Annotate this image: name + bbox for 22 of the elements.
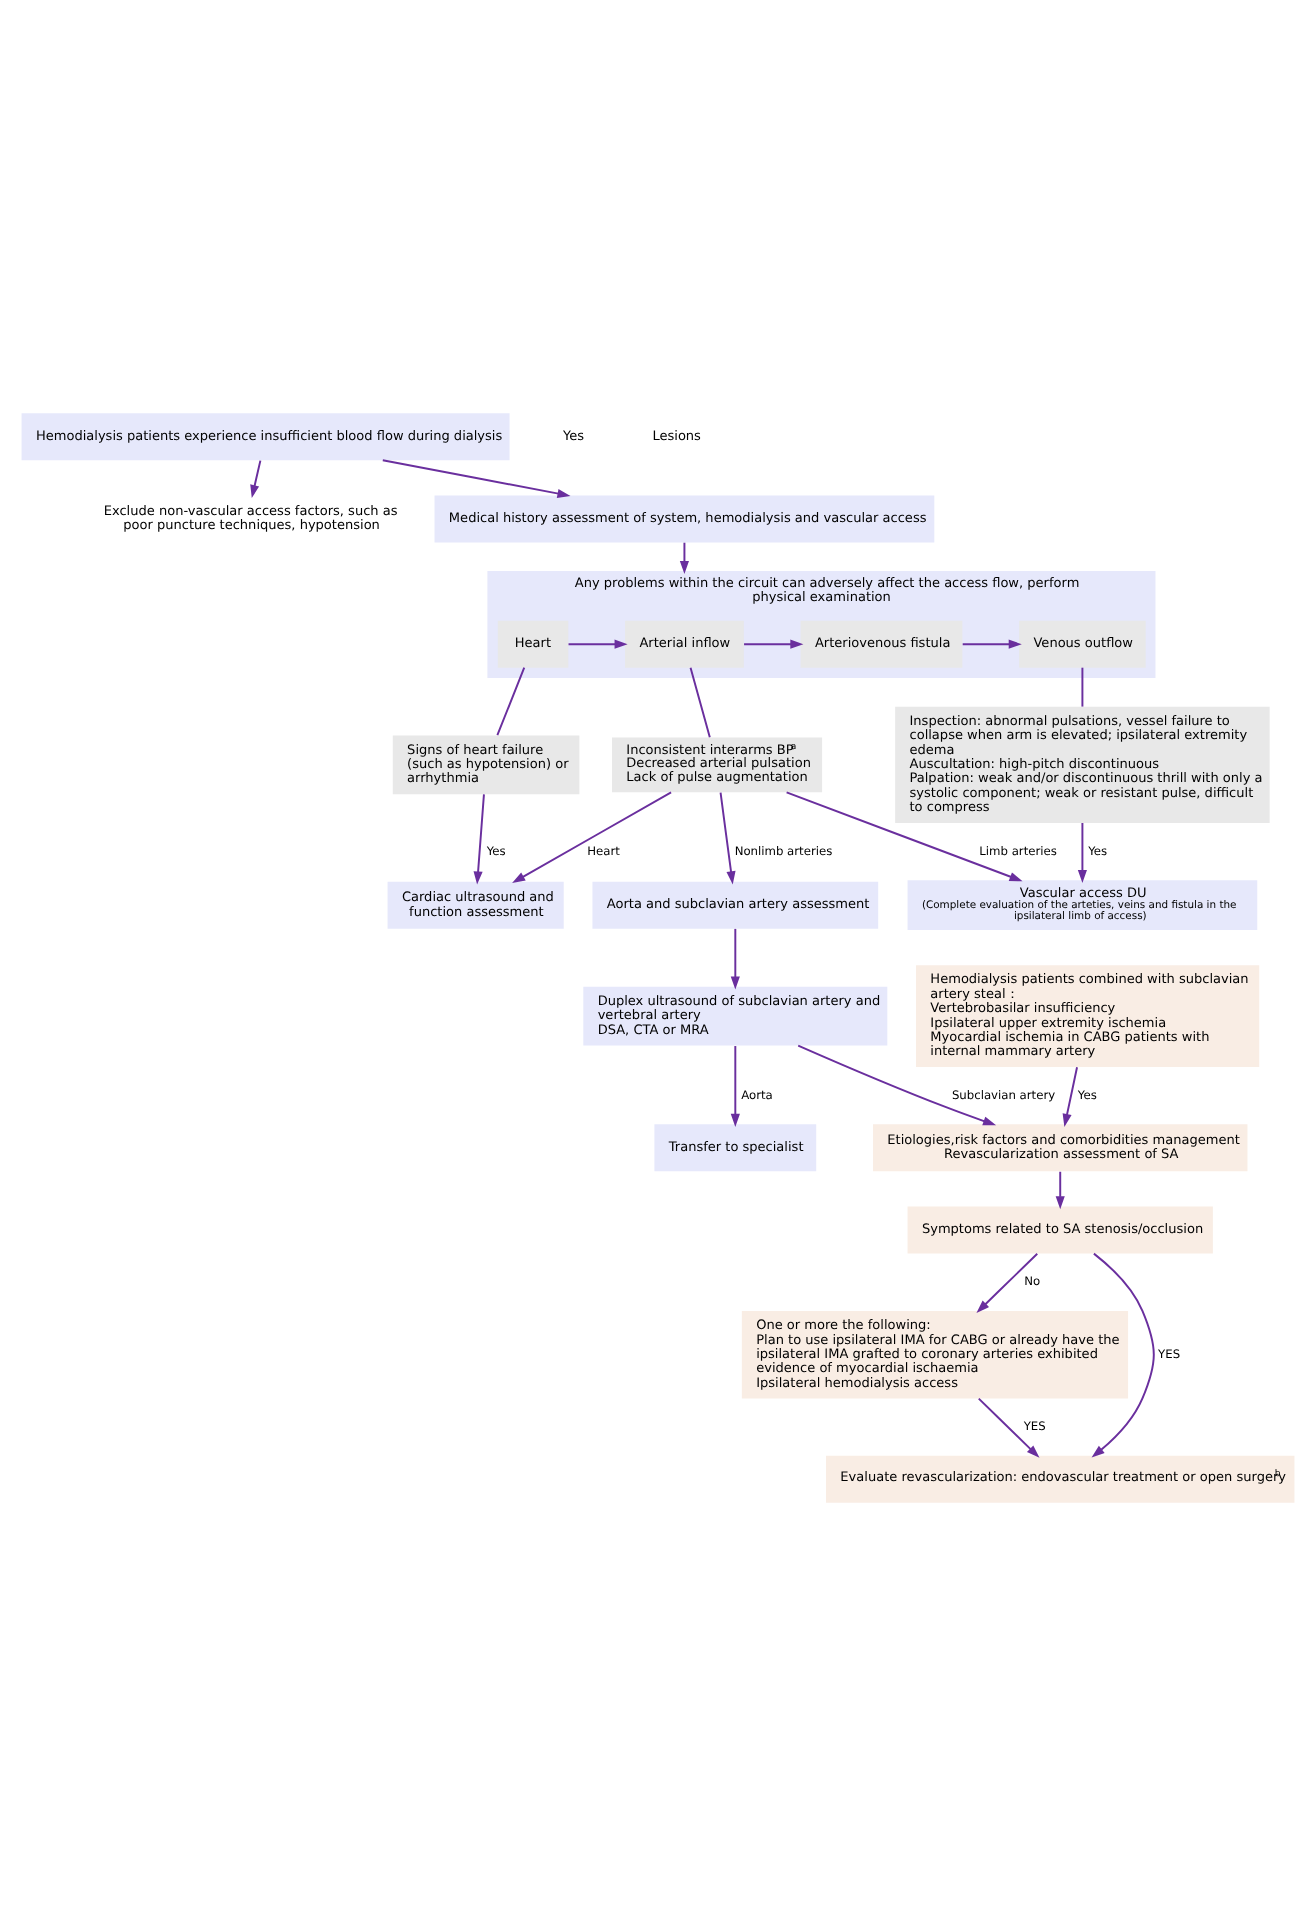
arrow [977, 1397, 1040, 1458]
arrow [785, 791, 1023, 882]
arrow [512, 791, 673, 884]
arrow [961, 639, 1022, 649]
arrow [1077, 822, 1087, 884]
arrow [679, 541, 689, 575]
arrow [743, 639, 804, 649]
arrow [1055, 1170, 1065, 1210]
arrow [473, 793, 485, 885]
arrow [730, 927, 740, 990]
arrow [381, 459, 571, 498]
arrow [250, 459, 262, 499]
arrow [719, 791, 736, 885]
arrow [797, 1044, 997, 1126]
arrow [1091, 1252, 1155, 1458]
connector [689, 666, 711, 739]
connector [496, 666, 526, 737]
arrow [567, 639, 628, 649]
arrow [976, 1252, 1039, 1313]
arrow [1062, 1066, 1078, 1127]
connector [1081, 666, 1084, 708]
arrow [730, 1045, 740, 1127]
